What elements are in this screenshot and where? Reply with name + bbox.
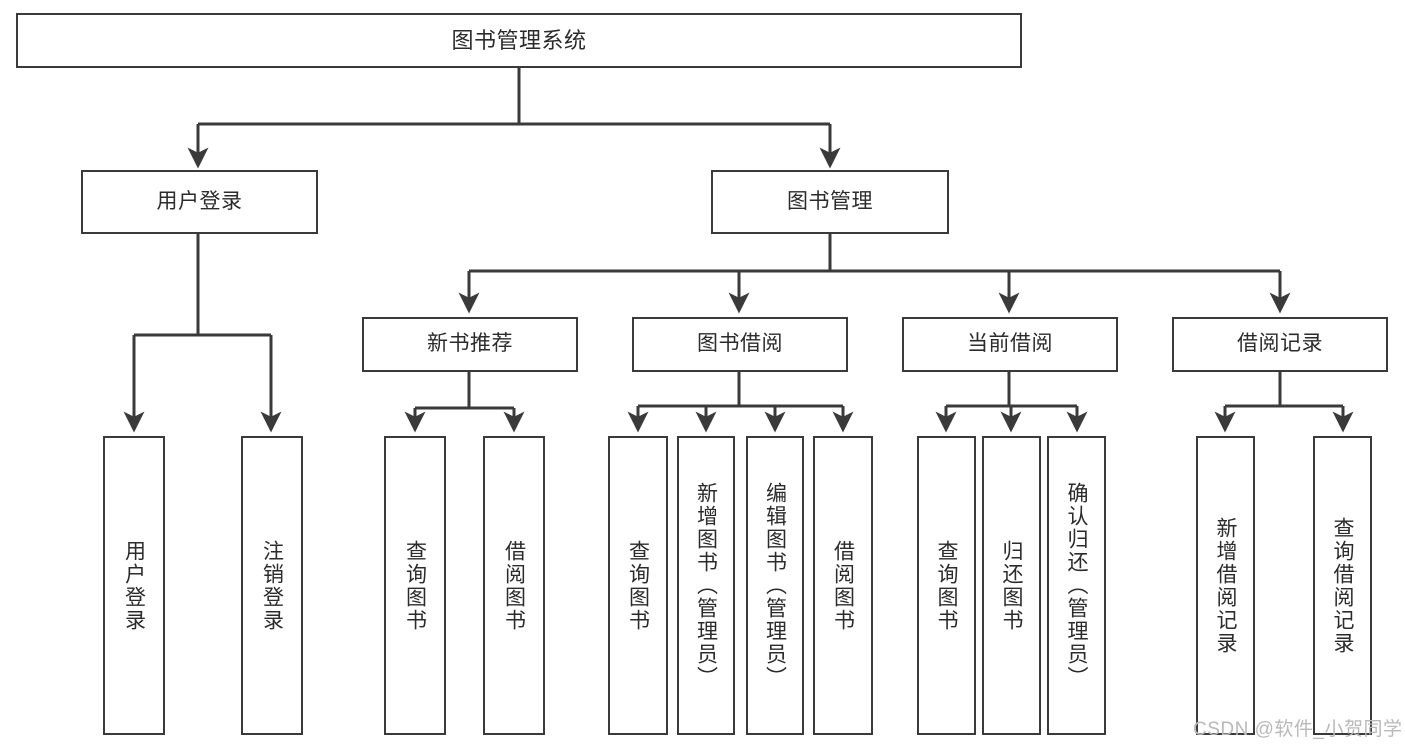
node-book-management[interactable]: 图书管理 bbox=[711, 170, 949, 234]
node-user-login-label: 用户登录 bbox=[156, 189, 243, 213]
node-book-management-label: 图书管理 bbox=[787, 189, 873, 213]
node-book-borrow[interactable]: 图书借阅 bbox=[632, 317, 848, 372]
leaf-add-book-admin-label: 新增图书（管理员） bbox=[694, 482, 718, 689]
leaf-user-logout[interactable]: 注销登录 bbox=[241, 436, 303, 735]
leaf-return-book-label: 归还图书 bbox=[1000, 539, 1023, 632]
leaf-borrow-query-book-label: 查询图书 bbox=[626, 539, 650, 632]
leaf-confirm-return-admin[interactable]: 确认归还（管理员） bbox=[1047, 436, 1106, 735]
leaf-edit-book-admin-label: 编辑图书（管理员） bbox=[763, 482, 787, 689]
leaf-current-query-book[interactable]: 查询图书 bbox=[917, 436, 976, 735]
leaf-current-query-book-label: 查询图书 bbox=[935, 539, 958, 632]
leaf-new-book-borrow-label: 借阅图书 bbox=[502, 539, 526, 632]
node-borrow-record[interactable]: 借阅记录 bbox=[1172, 317, 1388, 372]
leaf-confirm-return-admin-label: 确认归还（管理员） bbox=[1065, 482, 1088, 689]
leaf-add-borrow-record[interactable]: 新增借阅记录 bbox=[1196, 436, 1255, 735]
node-new-book-recommend-label: 新书推荐 bbox=[427, 332, 513, 356]
leaf-new-book-query[interactable]: 查询图书 bbox=[384, 436, 446, 735]
leaf-new-book-borrow[interactable]: 借阅图书 bbox=[483, 436, 545, 735]
leaf-query-borrow-record-label: 查询借阅记录 bbox=[1331, 516, 1354, 655]
node-user-login[interactable]: 用户登录 bbox=[81, 170, 318, 234]
watermark-text: CSDN @软件_小贺同学 bbox=[1193, 719, 1403, 740]
node-current-borrow-label: 当前借阅 bbox=[967, 332, 1053, 356]
node-borrow-record-label: 借阅记录 bbox=[1237, 332, 1323, 356]
leaf-return-book[interactable]: 归还图书 bbox=[982, 436, 1041, 735]
node-root-system[interactable]: 图书管理系统 bbox=[16, 13, 1022, 68]
leaf-user-login[interactable]: 用户登录 bbox=[103, 436, 165, 735]
leaf-query-borrow-record[interactable]: 查询借阅记录 bbox=[1313, 436, 1372, 735]
leaf-user-logout-label: 注销登录 bbox=[260, 539, 284, 632]
leaf-user-login-label: 用户登录 bbox=[122, 539, 146, 632]
leaf-borrow-book-label: 借阅图书 bbox=[831, 539, 855, 632]
node-book-borrow-label: 图书借阅 bbox=[697, 332, 783, 356]
node-new-book-recommend[interactable]: 新书推荐 bbox=[362, 317, 578, 372]
leaf-borrow-query-book[interactable]: 查询图书 bbox=[608, 436, 668, 735]
leaf-edit-book-admin[interactable]: 编辑图书（管理员） bbox=[746, 436, 804, 735]
node-current-borrow[interactable]: 当前借阅 bbox=[902, 317, 1118, 372]
leaf-borrow-book[interactable]: 借阅图书 bbox=[813, 436, 873, 735]
node-root-label: 图书管理系统 bbox=[451, 27, 587, 53]
leaf-add-book-admin[interactable]: 新增图书（管理员） bbox=[677, 436, 735, 735]
leaf-add-borrow-record-label: 新增借阅记录 bbox=[1214, 516, 1237, 655]
leaf-new-book-query-label: 查询图书 bbox=[403, 539, 427, 632]
